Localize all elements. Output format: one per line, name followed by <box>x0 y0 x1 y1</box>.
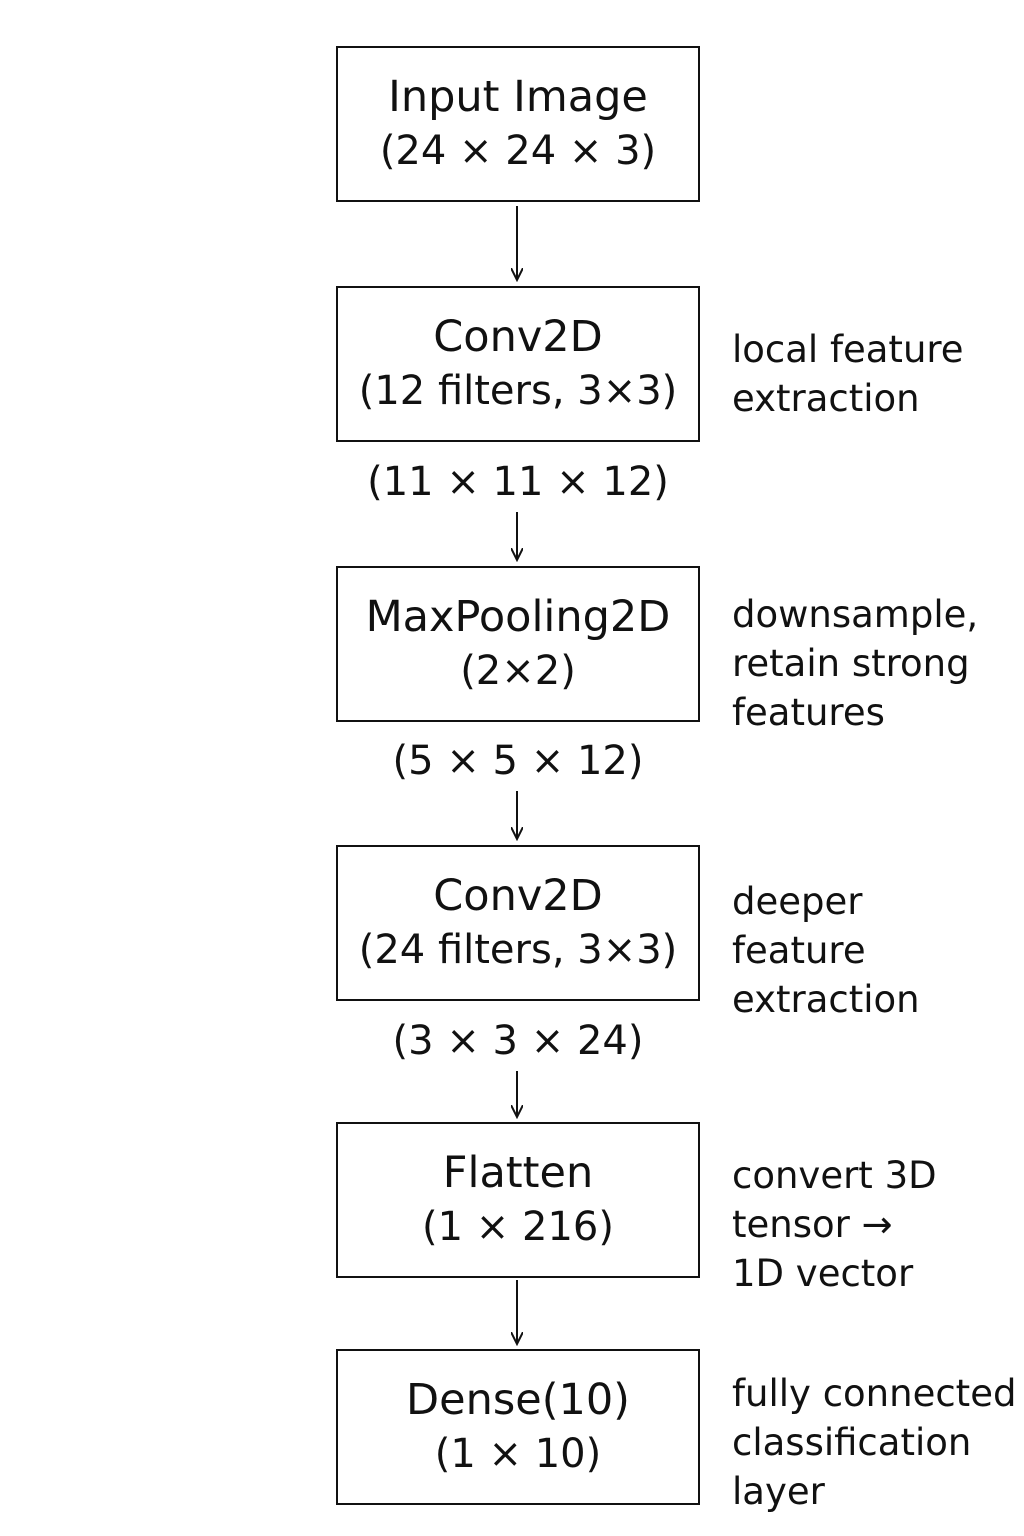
annotation-flatten: convert 3D tensor → 1D vector <box>732 1154 937 1295</box>
layer-name: MaxPooling2D <box>365 592 671 642</box>
layer-params: (1 × 216) <box>422 1204 614 1250</box>
layer-name: Conv2D <box>433 312 603 362</box>
shape-label-after-conv2d-2: (3 × 3 × 24) <box>392 1018 644 1064</box>
layer-box-dense: Dense(10) (1 × 10) <box>336 1349 700 1505</box>
annotation-maxpooling2d: downsample, retain strong features <box>732 593 979 734</box>
layer-box-conv2d-2: Conv2D (24 filters, 3×3) <box>336 845 700 1001</box>
layer-box-flatten: Flatten (1 × 216) <box>336 1122 700 1278</box>
layer-params: (12 filters, 3×3) <box>358 368 678 414</box>
annotation-conv2d-2: deeper feature extraction <box>732 880 920 1021</box>
layer-params: (1 × 10) <box>434 1431 602 1477</box>
layer-params: (24 filters, 3×3) <box>358 927 678 973</box>
layer-name: Input Image <box>388 72 648 122</box>
layer-name: Dense(10) <box>406 1375 630 1425</box>
layer-box-input-image: Input Image (24 × 24 × 3) <box>336 46 700 202</box>
layer-name: Conv2D <box>433 871 603 921</box>
shape-label-after-conv2d-1: (11 × 11 × 12) <box>367 459 669 505</box>
layer-params: (24 × 24 × 3) <box>379 128 657 174</box>
shape-label-after-maxpooling2d: (5 × 5 × 12) <box>392 738 644 784</box>
annotation-conv2d-1: local feature extraction <box>732 328 964 420</box>
layer-params: (2×2) <box>460 648 576 694</box>
layer-box-conv2d-1: Conv2D (12 filters, 3×3) <box>336 286 700 442</box>
annotation-dense: fully connected classification layer <box>732 1372 1017 1513</box>
layer-name: Flatten <box>442 1148 594 1198</box>
layer-box-maxpooling2d: MaxPooling2D (2×2) <box>336 566 700 722</box>
